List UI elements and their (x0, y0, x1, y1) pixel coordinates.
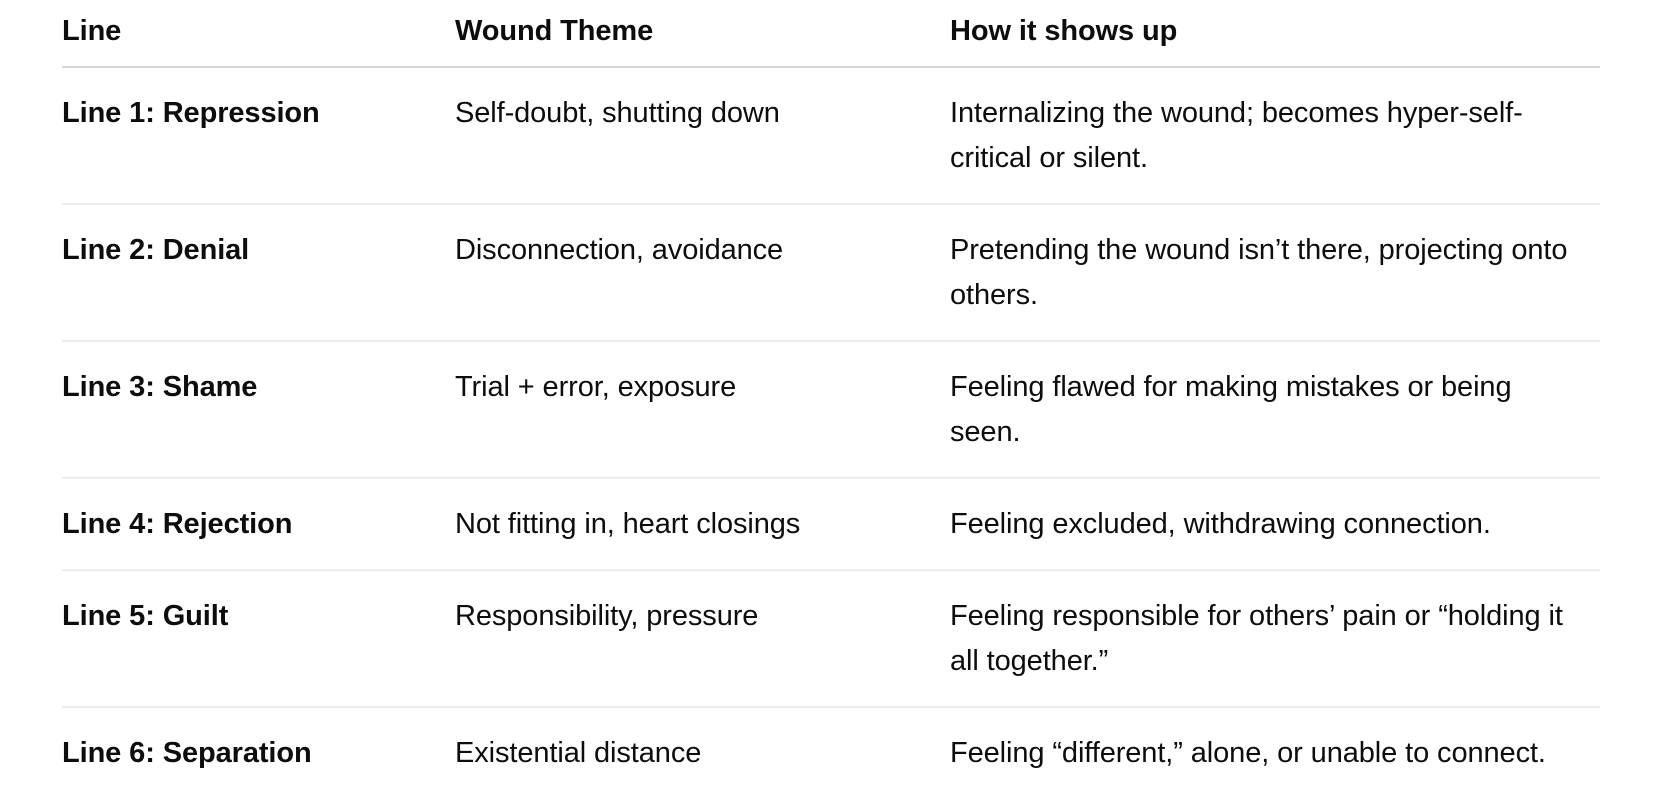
table-row: Line 4: Rejection Not fitting in, heart … (62, 478, 1600, 571)
how-it-shows-up-cell: Pretending the wound isn’t there, projec… (950, 204, 1600, 342)
wound-theme-cell: Responsibility, pressure (455, 570, 950, 708)
line-cell: Line 5: Guilt (62, 570, 455, 708)
column-header-line: Line (62, 0, 455, 68)
line-cell: Line 6: Separation (62, 737, 312, 769)
line-cell: Line 4: Rejection (62, 478, 455, 571)
wound-lines-table: Line Wound Theme How it shows up Line 1:… (62, 0, 1600, 803)
wound-theme-cell: Self-doubt, shutting down (455, 67, 950, 205)
column-header-how-it-shows-up: How it shows up (950, 0, 1600, 68)
line-cell: Line 1: Repression (62, 67, 455, 205)
column-header-wound-theme: Wound Theme (455, 0, 950, 68)
how-it-shows-up-cell: Internalizing the wound; becomes hyper-s… (950, 67, 1600, 205)
line-cell: Line 2: Denial (62, 204, 455, 342)
wound-theme-cell: Disconnection, avoidance (455, 204, 950, 342)
wound-theme-cell: Not fitting in, heart closings (455, 478, 950, 571)
how-it-shows-up-cell: Feeling flawed for making mistakes or be… (950, 341, 1600, 479)
table-row: Line 5: Guilt Responsibility, pressure F… (62, 570, 1600, 708)
how-it-shows-up-cell: Feeling responsible for others’ pain or … (950, 570, 1600, 708)
wound-theme-cell: Trial + error, exposure (455, 341, 950, 479)
table-row: Line 6: Separation Existential distance … (62, 707, 1600, 803)
table-header-row: Line Wound Theme How it shows up (62, 0, 1600, 68)
how-it-shows-up-cell: Feeling excluded, withdrawing connection… (950, 478, 1600, 571)
table-row: Line 2: Denial Disconnection, avoidance … (62, 204, 1600, 342)
table-row: Line 3: Shame Trial + error, exposure Fe… (62, 341, 1600, 479)
line-cell: Line 3: Shame (62, 341, 455, 479)
wound-theme-cell: Existential distance (455, 737, 702, 769)
table-row: Line 1: Repression Self-doubt, shutting … (62, 67, 1600, 205)
how-it-shows-up-cell: Feeling “different,” alone, or unable to… (950, 737, 1546, 769)
